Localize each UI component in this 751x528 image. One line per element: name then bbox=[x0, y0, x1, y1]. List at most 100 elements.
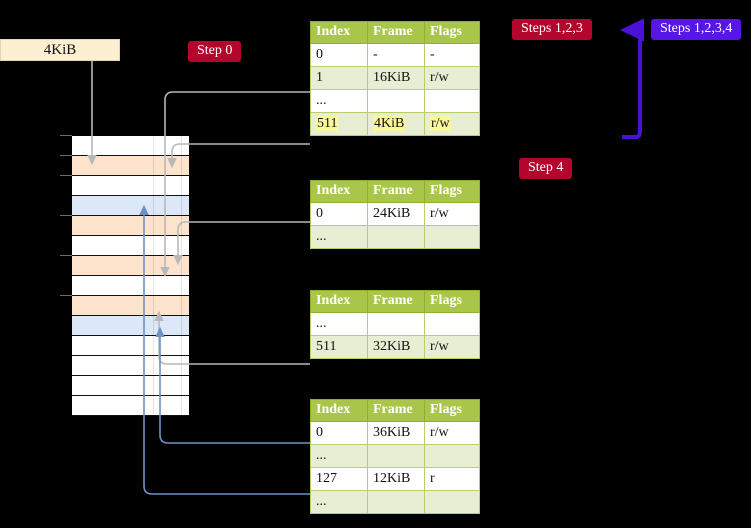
memory-column-divider bbox=[181, 136, 182, 416]
cell-index: ... bbox=[310, 444, 368, 468]
column-header-frame: Frame bbox=[367, 290, 425, 313]
memory-frame-row bbox=[72, 296, 189, 316]
cell-flags: r bbox=[424, 467, 480, 491]
physical-memory-column bbox=[71, 135, 190, 416]
cell-flags: r/w bbox=[424, 421, 480, 445]
table-row: ... bbox=[310, 89, 480, 113]
cell-index: ... bbox=[310, 312, 368, 336]
cell-frame: - bbox=[367, 43, 425, 67]
memory-column-divider bbox=[153, 136, 154, 416]
memory-frame-row bbox=[72, 376, 189, 396]
cell-flags: r/w bbox=[424, 112, 480, 136]
cell-frame: 12KiB bbox=[367, 467, 425, 491]
cell-frame: 32KiB bbox=[367, 335, 425, 359]
table-row: ... bbox=[310, 490, 480, 514]
cell-flags: - bbox=[424, 43, 480, 67]
cell-flags bbox=[424, 89, 480, 113]
memory-tick bbox=[60, 215, 72, 216]
table-row: ... bbox=[310, 444, 480, 468]
cell-index: 511 bbox=[310, 335, 368, 359]
memory-tick bbox=[60, 255, 72, 256]
cell-index: 0 bbox=[310, 202, 368, 226]
column-header-flags: Flags bbox=[424, 21, 480, 44]
cell-frame bbox=[367, 490, 425, 514]
memory-tick bbox=[60, 135, 72, 136]
connector-t1-row511-to-memory bbox=[167, 143, 310, 169]
cell-flags: r/w bbox=[424, 335, 480, 359]
memory-frame-row bbox=[72, 156, 189, 176]
cell-index: 511 bbox=[310, 112, 368, 136]
column-header-flags: Flags bbox=[424, 180, 480, 203]
cell-index: 1 bbox=[310, 66, 368, 90]
memory-tick bbox=[60, 175, 72, 176]
cell-flags: r/w bbox=[424, 202, 480, 226]
bracket-steps-arrow bbox=[620, 18, 644, 139]
column-header-index: Index bbox=[310, 399, 368, 422]
table-row: 0-- bbox=[310, 43, 480, 67]
cell-flags bbox=[424, 312, 480, 336]
cell-frame: 24KiB bbox=[367, 202, 425, 226]
column-header-index: Index bbox=[310, 290, 368, 313]
connector-t2-row0-to-memory bbox=[173, 221, 310, 266]
memory-tick bbox=[60, 155, 72, 156]
cell-frame: 4KiB bbox=[367, 112, 425, 136]
memory-tick bbox=[60, 295, 72, 296]
column-header-flags: Flags bbox=[424, 290, 480, 313]
memory-frame-row bbox=[72, 276, 189, 296]
memory-frame-row bbox=[72, 236, 189, 256]
badge-step-0: Step 0 bbox=[188, 41, 242, 62]
memory-frame-row bbox=[72, 196, 189, 216]
cell-frame bbox=[367, 225, 425, 249]
cell-index: ... bbox=[310, 490, 368, 514]
column-header-index: Index bbox=[310, 21, 368, 44]
cell-frame bbox=[367, 312, 425, 336]
column-header-flags: Flags bbox=[424, 399, 480, 422]
cell-flags bbox=[424, 225, 480, 249]
column-header-index: Index bbox=[310, 180, 368, 203]
memory-frame-row bbox=[72, 316, 189, 336]
table-row: ... bbox=[310, 312, 480, 336]
badge-steps-1-2-3: Steps 1,2,3 bbox=[512, 19, 592, 40]
memory-frame-row bbox=[72, 176, 189, 196]
memory-frame-row bbox=[72, 356, 189, 376]
cell-frame bbox=[367, 444, 425, 468]
cell-index: 0 bbox=[310, 421, 368, 445]
cell-index: 127 bbox=[310, 467, 368, 491]
cell-frame bbox=[367, 89, 425, 113]
badge-steps-1-2-3-4: Steps 1,2,3,4 bbox=[651, 19, 742, 40]
size-label-box: 4KiB bbox=[0, 39, 120, 61]
size-label-text: 4KiB bbox=[43, 41, 77, 58]
memory-frame-row bbox=[72, 336, 189, 356]
memory-frame-row bbox=[72, 396, 189, 416]
column-header-frame: Frame bbox=[367, 180, 425, 203]
cell-flags bbox=[424, 490, 480, 514]
column-header-frame: Frame bbox=[367, 399, 425, 422]
table-row: ... bbox=[310, 225, 480, 249]
cell-flags: r/w bbox=[424, 66, 480, 90]
memory-frame-row bbox=[72, 136, 189, 156]
cell-index: ... bbox=[310, 225, 368, 249]
badge-step-4: Step 4 bbox=[519, 158, 573, 179]
cell-frame: 36KiB bbox=[367, 421, 425, 445]
cell-frame: 16KiB bbox=[367, 66, 425, 90]
cell-flags bbox=[424, 444, 480, 468]
memory-frame-row bbox=[72, 216, 189, 236]
cell-index: 0 bbox=[310, 43, 368, 67]
memory-frame-row bbox=[72, 256, 189, 276]
column-header-frame: Frame bbox=[367, 21, 425, 44]
